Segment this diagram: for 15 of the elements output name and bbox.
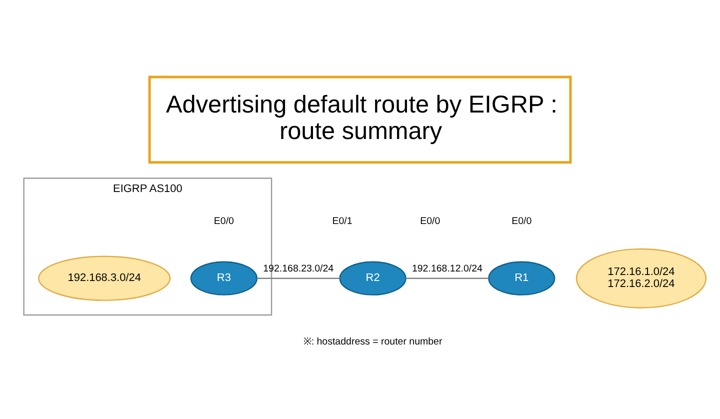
edge-label: 192.168.23.0/24 bbox=[263, 263, 334, 274]
connector bbox=[406, 277, 489, 278]
diagram-title: Advertising default route by EIGRP : route summary bbox=[166, 90, 558, 145]
label: E0/1 bbox=[332, 215, 352, 226]
node-ellipse: R3 bbox=[190, 260, 258, 295]
node-ellipse: R2 bbox=[339, 260, 406, 295]
label: E0/0 bbox=[214, 215, 234, 226]
node-ellipse: R1 bbox=[488, 260, 556, 295]
node-ellipse: 172.16.1.0/24 172.16.2.0/24 bbox=[576, 248, 707, 308]
connector bbox=[256, 277, 340, 278]
label: E0/0 bbox=[512, 215, 532, 226]
label: E0/0 bbox=[420, 215, 440, 226]
label: ※: hostaddress = router number bbox=[303, 336, 442, 348]
edge-label: 192.168.12.0/24 bbox=[412, 263, 482, 274]
node-ellipse: 192.168.3.0/24 bbox=[38, 255, 171, 300]
